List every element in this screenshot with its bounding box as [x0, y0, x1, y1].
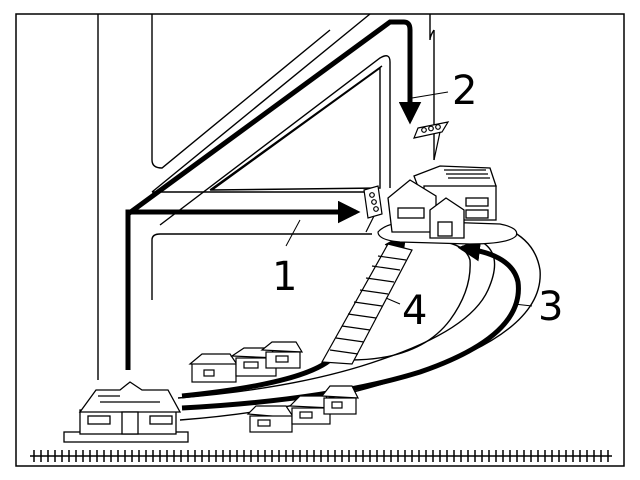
frame [15, 13, 625, 467]
route-4-label: 4 [402, 288, 427, 334]
route-2-path [126, 19, 422, 217]
route-3-label: 3 [538, 284, 563, 330]
traffic-light-lower [363, 185, 383, 233]
route-2-label: 2 [452, 68, 477, 114]
houses-group-bottom [246, 385, 359, 433]
route-1-label: 1 [272, 254, 297, 300]
railway-track [30, 450, 612, 462]
label-leaders [285, 91, 533, 307]
hilltop-houses [387, 165, 497, 239]
school-building [63, 381, 189, 443]
houses-group-left [188, 341, 304, 383]
traffic-light-upper [413, 121, 450, 161]
staircase [321, 243, 413, 365]
route-3-path [181, 238, 521, 411]
route-1-path [125, 200, 361, 370]
